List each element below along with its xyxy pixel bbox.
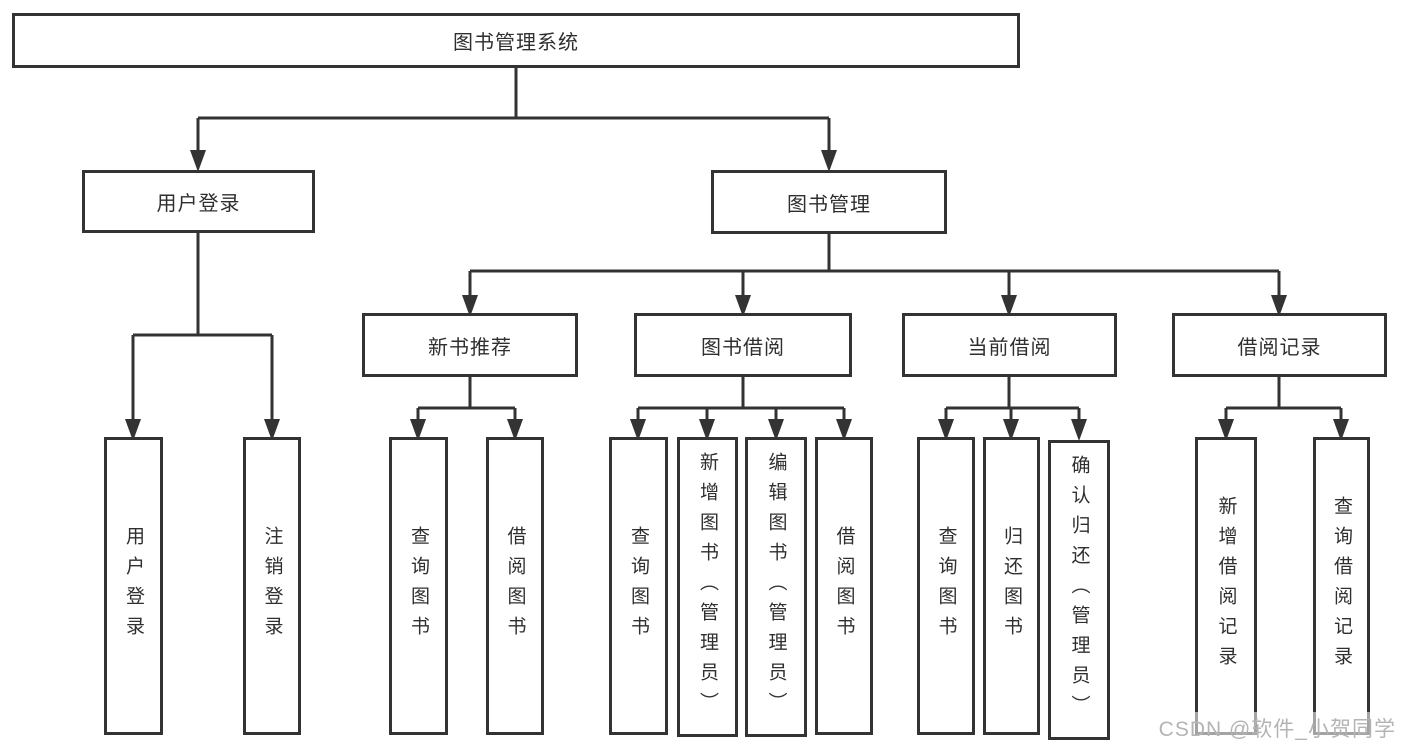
node-label: 用户登录 xyxy=(156,193,241,215)
node-label: 查询图书 xyxy=(935,526,957,646)
leaf-user-login: 用户登录 xyxy=(104,437,163,735)
node-label: 借阅图书 xyxy=(504,526,526,646)
node-label: 图书管理 xyxy=(787,193,871,216)
node-user-login: 用户登录 xyxy=(82,170,315,233)
node-label: 编辑图书（管理员） xyxy=(765,452,787,722)
node-label: 图书管理系统 xyxy=(453,32,579,54)
node-label: 借阅记录 xyxy=(1237,336,1322,359)
node-label: 新增借阅记录 xyxy=(1215,496,1237,676)
leaf-add-books-admin: 新增图书（管理员） xyxy=(677,437,738,737)
node-new-book-recommend: 新书推荐 xyxy=(362,313,578,377)
node-label: 注销登录 xyxy=(261,526,283,646)
node-label: 查询图书 xyxy=(628,526,649,646)
node-book-management: 图书管理 xyxy=(711,170,947,234)
leaf-query-books-current: 查询图书 xyxy=(917,437,975,735)
node-label: 用户登录 xyxy=(123,526,144,646)
leaf-query-books-borrow: 查询图书 xyxy=(609,437,668,735)
leaf-edit-books-admin: 编辑图书（管理员） xyxy=(745,437,807,737)
node-label: 新书推荐 xyxy=(428,336,512,359)
node-label: 当前借阅 xyxy=(967,336,1052,359)
leaf-borrow-books-recommend: 借阅图书 xyxy=(486,437,544,735)
node-label: 图书借阅 xyxy=(701,336,785,359)
leaf-borrow-books: 借阅图书 xyxy=(815,437,873,735)
node-label: 新增图书（管理员） xyxy=(697,452,718,722)
node-borrowing-records: 借阅记录 xyxy=(1172,313,1387,377)
leaf-confirm-return-admin: 确认归还（管理员） xyxy=(1048,440,1110,740)
node-label: 确认归还（管理员） xyxy=(1068,455,1090,725)
leaf-query-borrow-record: 查询借阅记录 xyxy=(1313,437,1370,735)
node-current-borrowing: 当前借阅 xyxy=(902,313,1117,377)
leaf-return-books: 归还图书 xyxy=(983,437,1040,735)
leaf-logout: 注销登录 xyxy=(243,437,301,735)
node-label: 归还图书 xyxy=(1001,526,1022,646)
leaf-query-books-recommend: 查询图书 xyxy=(389,437,448,735)
node-label: 借阅图书 xyxy=(833,526,855,646)
node-book-borrowing: 图书借阅 xyxy=(634,313,852,377)
leaf-add-borrow-record: 新增借阅记录 xyxy=(1195,437,1257,735)
node-label: 查询借阅记录 xyxy=(1331,496,1352,676)
csdn-watermark: CSDN @软件_小贺同学 xyxy=(1155,712,1399,744)
node-label: 查询图书 xyxy=(408,526,429,646)
node-system-root: 图书管理系统 xyxy=(12,13,1020,68)
